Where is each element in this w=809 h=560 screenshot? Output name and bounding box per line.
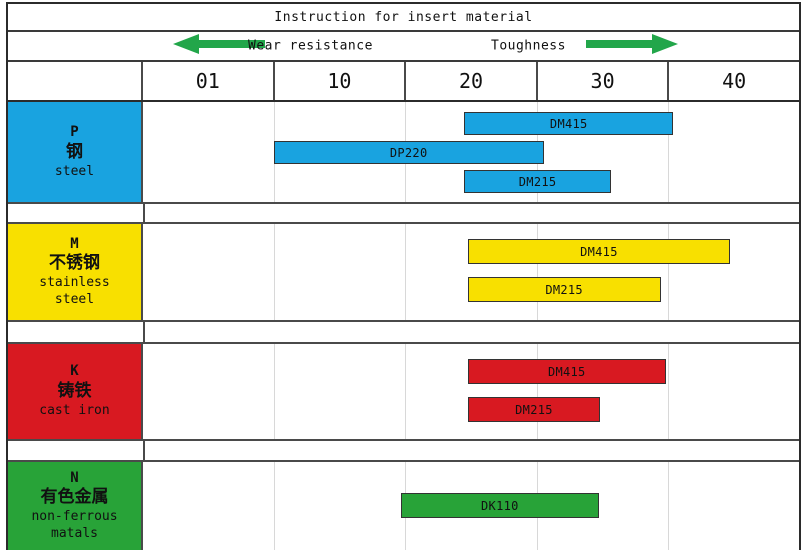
gridline-10 <box>274 344 276 439</box>
spacer-row-2 <box>8 322 799 344</box>
category-cn-k: 铸铁 <box>57 381 92 402</box>
bar-label: DM215 <box>515 402 553 417</box>
table-row-n-non-ferrous: N 有色金属 non-ferrous matals DK110 <box>8 462 799 550</box>
bar-label: DM215 <box>545 282 583 297</box>
arrow-right-icon <box>586 34 678 58</box>
bar-k-dm215[interactable]: DM215 <box>467 397 601 422</box>
page-title: Instruction for insert material <box>274 9 533 25</box>
gridline-10 <box>274 224 276 320</box>
gridline-30 <box>536 224 538 320</box>
gridline-30 <box>536 344 538 439</box>
category-en-p: steel <box>54 163 95 179</box>
category-en-m: stainless steel <box>39 275 110 307</box>
category-cell-n: N 有色金属 non-ferrous matals <box>8 462 143 550</box>
column-header-row: 01 10 20 30 40 <box>8 62 799 102</box>
spacer-right-2 <box>145 322 799 342</box>
bar-n-dk110[interactable]: DK110 <box>400 493 599 518</box>
bar-label: DM215 <box>518 174 557 189</box>
plot-area-p: DM415 DP220 DM215 <box>143 102 799 202</box>
plot-area-n: DK110 <box>143 462 799 550</box>
arrow-left-icon <box>173 34 265 58</box>
category-cn-p: 钢 <box>66 141 83 162</box>
bar-p-dm415[interactable]: DM415 <box>464 112 674 135</box>
gridline-40 <box>667 102 669 202</box>
category-cn-m: 不锈钢 <box>49 253 100 274</box>
column-header-30: 30 <box>538 62 670 100</box>
bar-label: DP220 <box>389 145 428 160</box>
axis-direction-row: Wear resistance Toughness <box>8 32 799 62</box>
gridline-40 <box>667 224 669 320</box>
spacer-left-2 <box>8 322 145 342</box>
bar-p-dp220[interactable]: DP220 <box>273 141 544 164</box>
bar-label: DM415 <box>547 364 586 379</box>
category-cell-p: P 钢 steel <box>8 102 143 202</box>
toughness-label: Toughness <box>491 38 566 54</box>
column-header-40: 40 <box>722 69 747 93</box>
column-header-20: 20 <box>406 62 538 100</box>
bar-label: DK110 <box>481 498 519 513</box>
category-cell-m: M 不锈钢 stainless steel <box>8 224 143 320</box>
spacer-right-1 <box>145 204 799 222</box>
category-letter-m: M <box>70 235 79 252</box>
gridline-40 <box>667 344 669 439</box>
spacer-left-3 <box>8 441 145 460</box>
table-row-m-stainless-steel: M 不锈钢 stainless steel DM415 DM215 <box>8 224 799 322</box>
bar-m-dm215[interactable]: DM215 <box>467 277 661 302</box>
bar-k-dm415[interactable]: DM415 <box>467 359 666 384</box>
gridline-10 <box>274 462 276 550</box>
bar-m-dm415[interactable]: DM415 <box>467 239 731 264</box>
column-header-10: 10 <box>275 62 407 100</box>
category-en-k: cast iron <box>39 403 110 419</box>
bar-p-dm215[interactable]: DM215 <box>464 170 611 193</box>
category-letter-n: N <box>70 469 79 486</box>
spacer-right-3 <box>145 441 799 460</box>
gridline-40 <box>667 462 669 550</box>
table-row-p-steel: P 钢 steel DM415 DP220 DM215 <box>8 102 799 204</box>
category-cn-n: 有色金属 <box>40 487 109 508</box>
table-row-k-cast-iron: K 铸铁 cast iron DM415 DM215 <box>8 344 799 441</box>
plot-area-m: DM415 DM215 <box>143 224 799 320</box>
spacer-row-1 <box>8 204 799 224</box>
bar-label: DM415 <box>580 244 618 259</box>
spacer-row-3 <box>8 441 799 462</box>
plot-area-k: DM415 DM215 <box>143 344 799 439</box>
category-letter-p: P <box>70 123 79 140</box>
bar-label: DM415 <box>549 116 588 131</box>
gridline-20 <box>405 344 407 439</box>
chart-title-row: Instruction for insert material <box>8 4 799 32</box>
category-cell-k: K 铸铁 cast iron <box>8 344 143 439</box>
column-header-01: 01 <box>143 62 275 100</box>
category-en-n: non-ferrous matals <box>31 509 118 541</box>
spacer-left-1 <box>8 204 145 222</box>
category-letter-k: K <box>70 363 79 380</box>
gridline-20 <box>405 224 407 320</box>
wear-resistance-label: Wear resistance <box>248 38 373 54</box>
insert-material-chart: Instruction for insert material Wear res… <box>6 2 801 550</box>
header-corner-cell <box>8 62 143 100</box>
